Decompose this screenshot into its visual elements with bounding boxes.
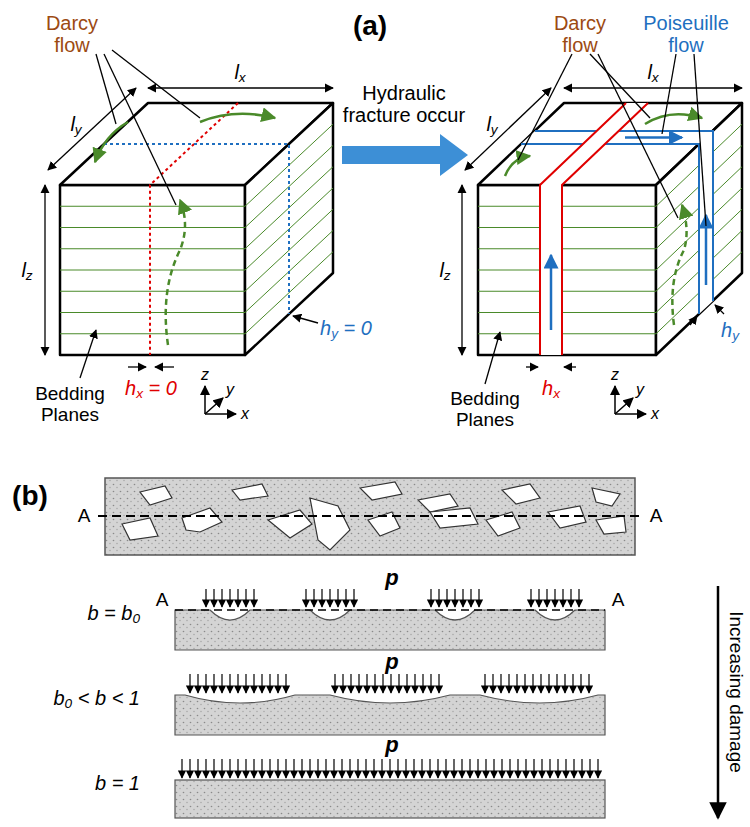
closed-fracture-traces — [104, 103, 289, 355]
text-label: (a) — [353, 11, 387, 42]
text-label: hx — [542, 377, 560, 399]
text-label: ly — [70, 113, 81, 135]
text-label: Hydraulic fracture occur — [334, 82, 474, 126]
text-label: y — [636, 381, 644, 399]
text-label: x — [651, 405, 659, 423]
leader-lines — [485, 54, 706, 384]
text-label: b = 1 — [95, 772, 140, 794]
text-label: lx — [647, 61, 658, 83]
text-label: b = b0 — [87, 602, 140, 624]
axis-label: Increasing damage — [725, 611, 746, 773]
text-label: Bedding Planes — [445, 389, 525, 431]
text-label: A — [650, 506, 663, 527]
text-label: Darcy flow — [37, 12, 107, 56]
text-label: A — [78, 506, 91, 527]
bedding-lines — [478, 124, 742, 334]
text-label: z — [201, 366, 209, 384]
text-label: y — [226, 381, 234, 399]
text-label: x — [241, 405, 249, 423]
flow-arrows — [505, 114, 706, 330]
text-label: b0 < b < 1 — [53, 687, 140, 709]
intact-cube — [60, 103, 333, 355]
text-label: A — [156, 590, 169, 611]
leader-lines — [80, 50, 200, 378]
fracture-face-stage-3 — [175, 780, 605, 818]
text-label: lz — [21, 259, 32, 281]
darcy-flow-arrows — [95, 114, 275, 345]
pressure-arrows — [182, 589, 598, 778]
text-label: ly — [486, 113, 497, 135]
text-label: p — [385, 650, 398, 674]
text-label: p — [385, 733, 398, 757]
text-label: z — [611, 366, 619, 384]
dimension-lines — [462, 88, 742, 367]
text-label: Darcy flow — [545, 12, 615, 56]
text-label: hy = 0 — [320, 317, 372, 339]
fracture-face-stage-1 — [175, 610, 605, 650]
transition-arrow — [342, 134, 468, 176]
text-label: lx — [234, 61, 245, 83]
text-label: (b) — [12, 481, 48, 512]
section-line — [98, 515, 642, 517]
text-label: hy — [721, 319, 739, 341]
fracture-face-stage-2 — [175, 695, 605, 735]
section-line — [175, 609, 605, 611]
fractured-cube — [478, 103, 742, 355]
text-label: Bedding Planes — [30, 384, 110, 426]
damage-arrow — [717, 586, 720, 818]
dimension-lines — [45, 88, 333, 367]
text-label: lz — [439, 259, 450, 281]
bedding-lines — [60, 124, 333, 334]
text-label: p — [385, 566, 398, 590]
axes — [205, 386, 646, 414]
text-label: Poiseuille flow — [636, 12, 736, 56]
text-label: A — [612, 590, 625, 611]
text-label: hx = 0 — [125, 377, 177, 399]
open-fractures — [521, 103, 713, 355]
